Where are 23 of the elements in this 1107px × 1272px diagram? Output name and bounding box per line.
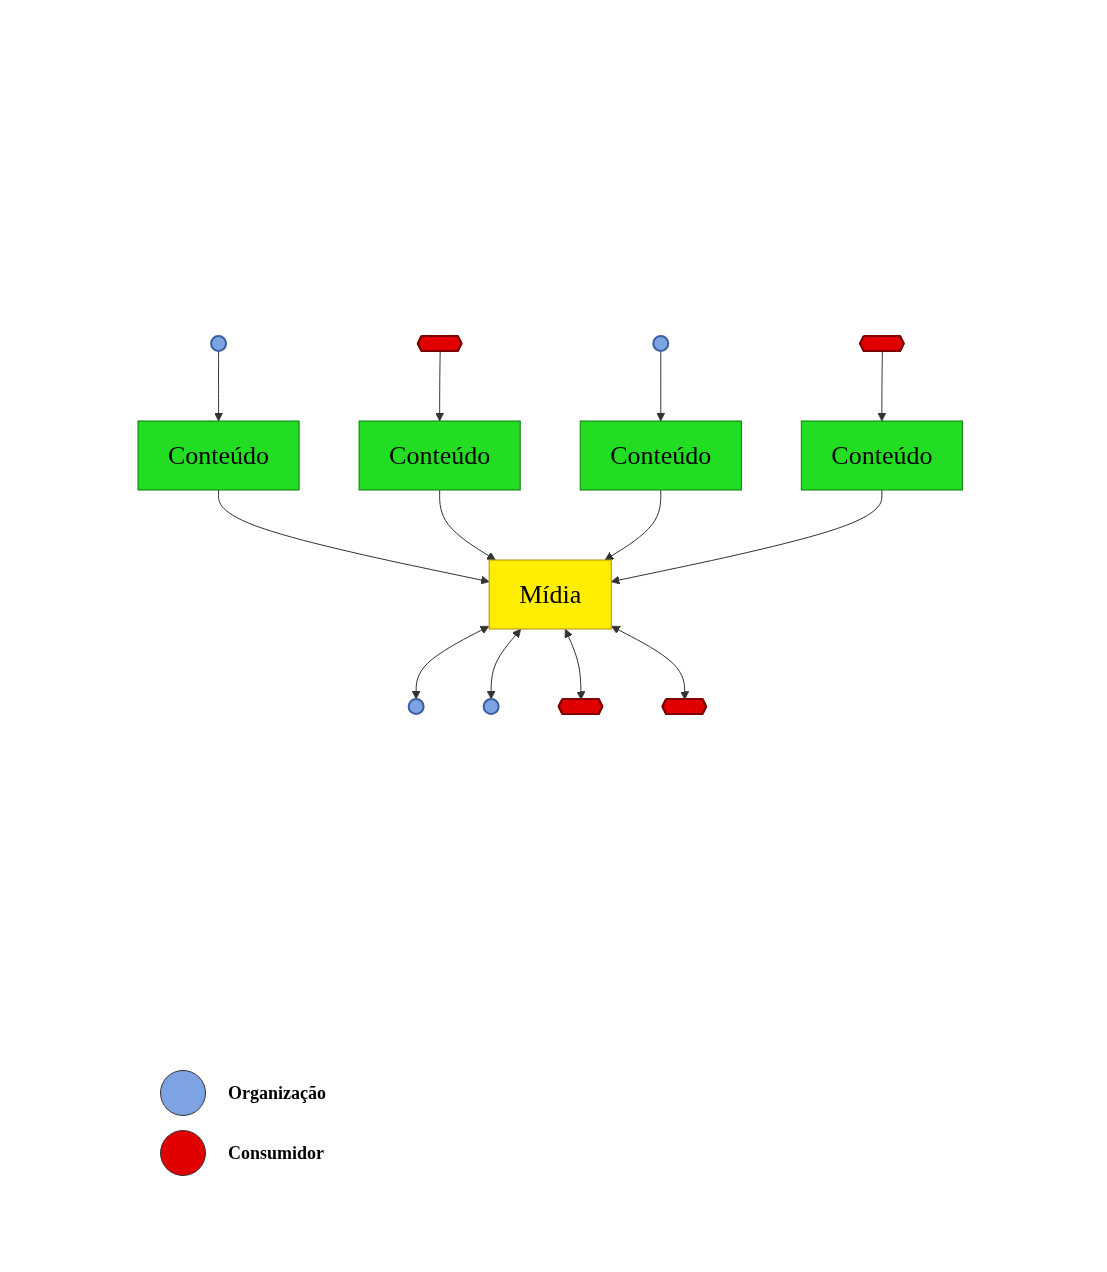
node-box: Conteúdo — [800, 420, 963, 491]
arrow — [213, 350, 223, 422]
node-box: Conteúdo — [579, 420, 742, 491]
node-circle — [652, 335, 670, 352]
arrow — [217, 489, 490, 585]
arrow — [877, 351, 887, 422]
arrow — [656, 350, 665, 422]
legend-label: Organização — [228, 1082, 326, 1104]
arrow — [411, 625, 489, 700]
arrow — [435, 351, 444, 422]
arrow — [611, 625, 689, 700]
node-box: Conteúdo — [137, 420, 300, 491]
arrow — [486, 628, 521, 700]
arrow — [564, 628, 586, 700]
legend-label: Consumidor — [228, 1142, 325, 1164]
node-box: Conteúdo — [358, 420, 521, 491]
node-box: Mídia — [488, 559, 612, 630]
node-circle — [209, 335, 227, 352]
node-circle — [407, 698, 425, 715]
arrow — [604, 489, 662, 561]
arrow — [610, 489, 883, 585]
arrow — [438, 489, 496, 561]
node-circle — [482, 698, 500, 715]
